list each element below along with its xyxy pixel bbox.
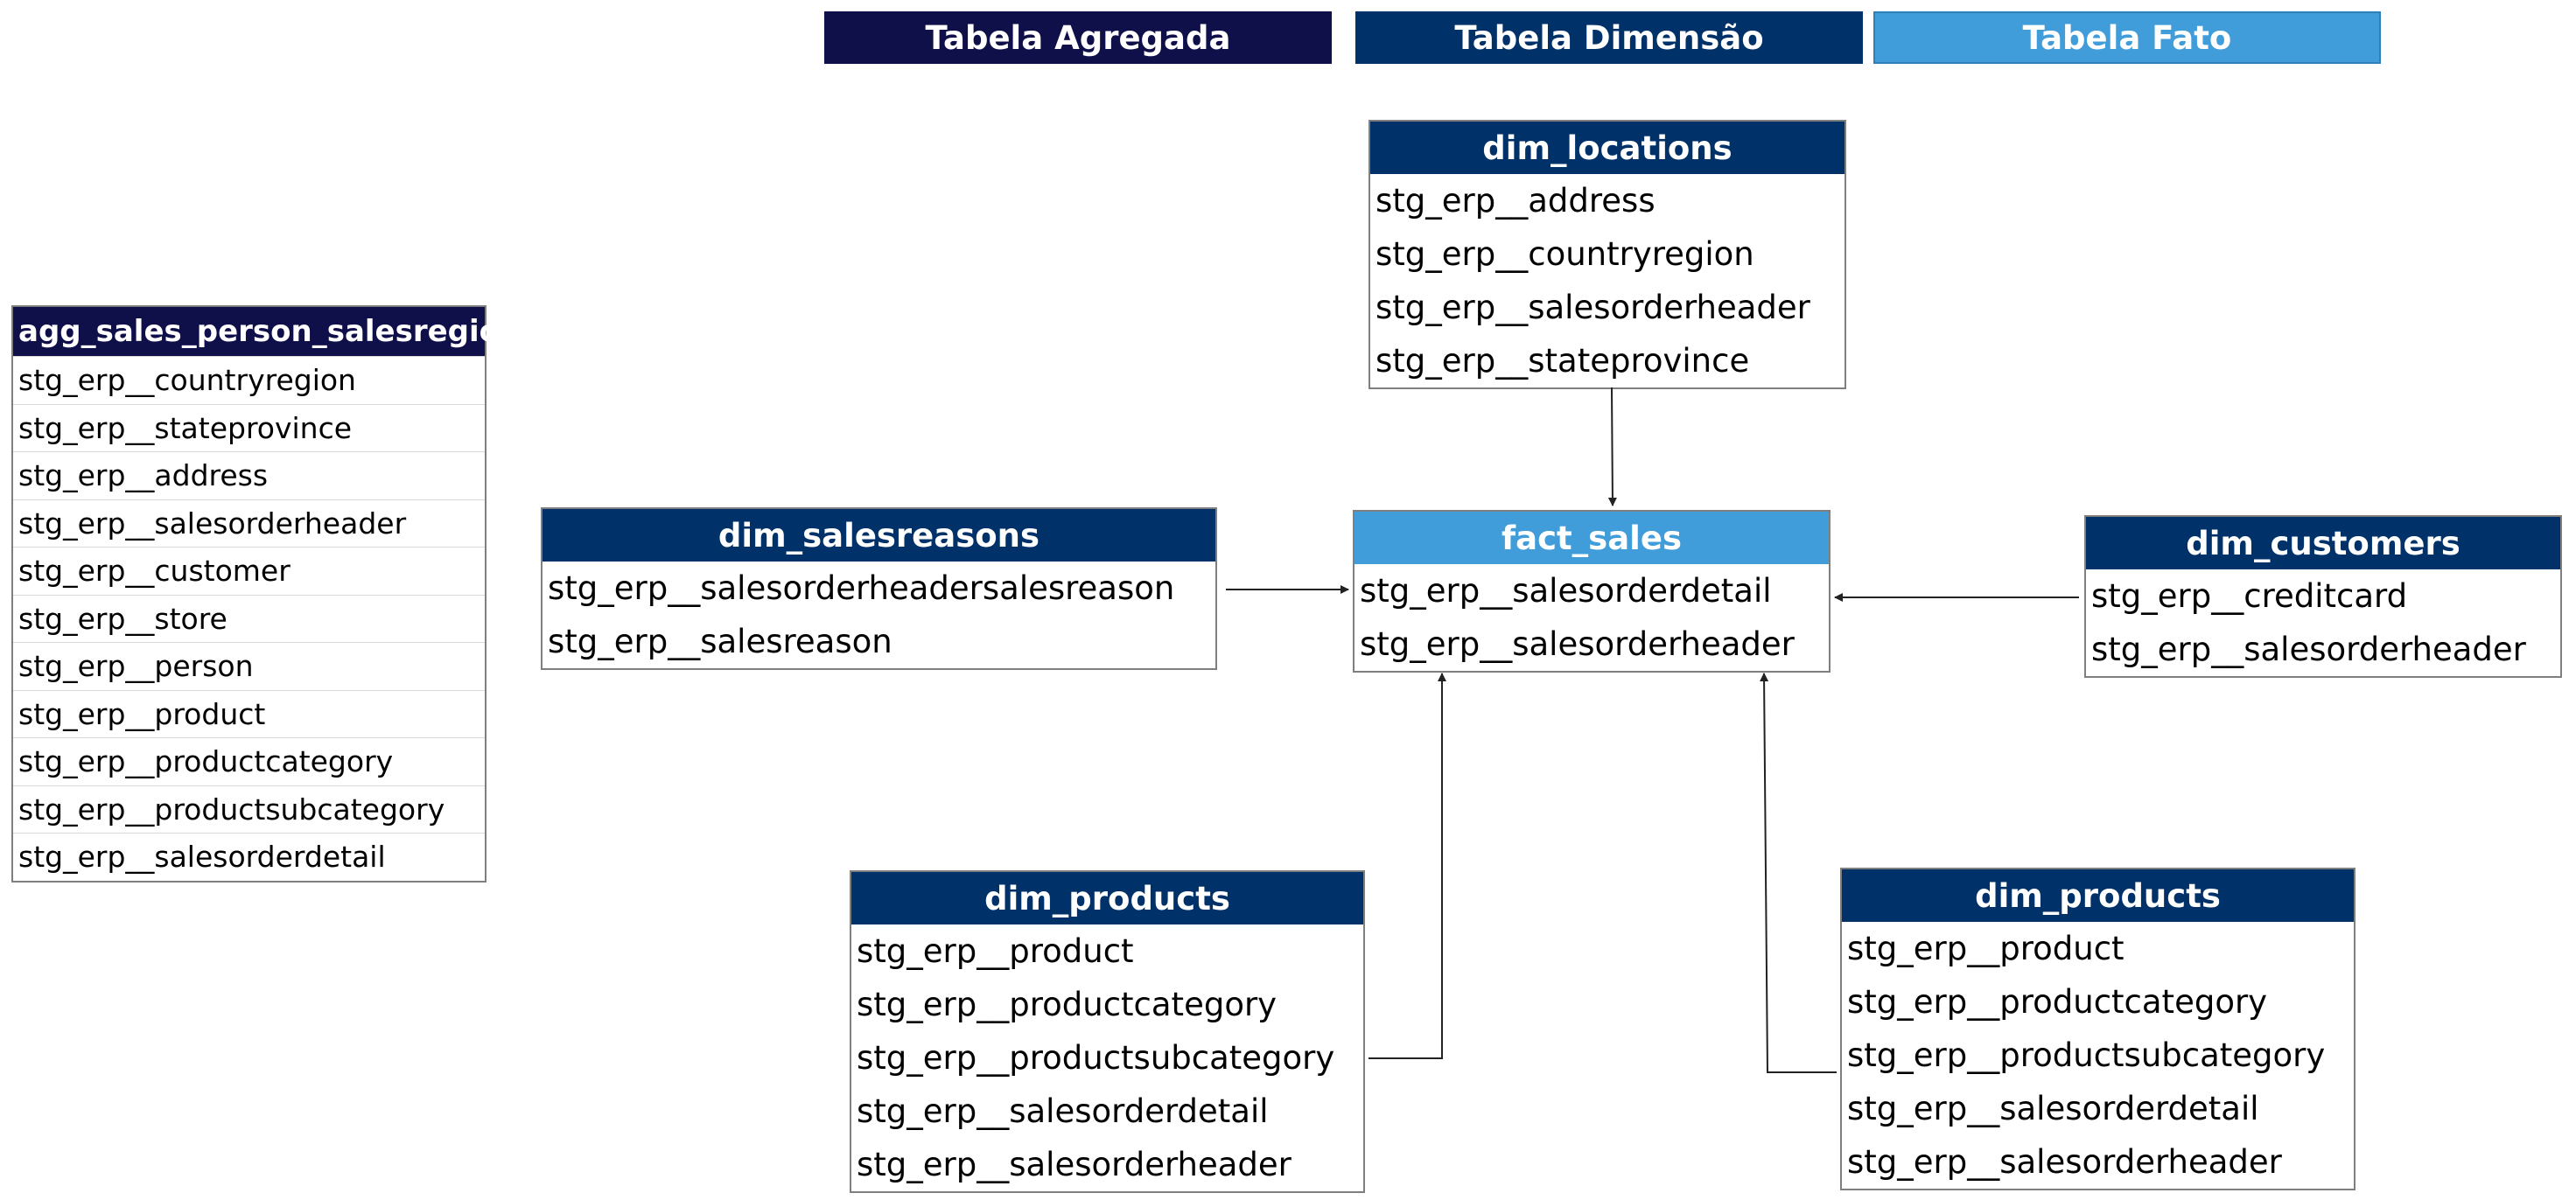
connector-dim-products-left-to-fact-sales xyxy=(1368,673,1446,1059)
table-row: stg_erp__salesorderheader xyxy=(13,499,485,548)
table-title: dim_customers xyxy=(2086,517,2560,569)
table-dim-salesreasons: dim_salesreasons stg_erp__salesorderhead… xyxy=(541,507,1217,670)
table-row: stg_erp__salesorderheader xyxy=(2091,631,2526,668)
table-row: stg_erp__product xyxy=(1847,930,2124,967)
table-row: stg_erp__productsubcategory xyxy=(857,1039,1335,1077)
table-row: stg_erp__productcategory xyxy=(1847,983,2268,1021)
table-row: stg_erp__countryregion xyxy=(1376,235,1754,273)
legend-fact: Tabela Fato xyxy=(1873,11,2381,64)
table-row: stg_erp__productcategory xyxy=(13,737,485,785)
table-row: stg_erp__stateprovince xyxy=(13,403,485,452)
table-row: stg_erp__store xyxy=(13,594,485,643)
table-title: dim_products xyxy=(851,872,1363,924)
table-dim-products-left: dim_products stg_erp__product stg_erp__pr… xyxy=(850,870,1365,1193)
table-dim-products-right: dim_products stg_erp__product stg_erp__pr… xyxy=(1840,868,2356,1190)
table-row: stg_erp__salesorderheadersalesreason xyxy=(548,569,1175,607)
table-row: stg_erp__productcategory xyxy=(857,986,1278,1023)
table-fact-sales: fact_sales stg_erp__salesorderdetail stg_… xyxy=(1353,510,1830,673)
table-row: stg_erp__customer xyxy=(13,547,485,595)
table-row: stg_erp__product xyxy=(13,689,485,738)
table-title: dim_salesreasons xyxy=(542,509,1215,562)
connector-dim-products-right-to-fact-sales xyxy=(1760,673,1837,1073)
table-row: stg_erp__creditcard xyxy=(2091,577,2408,615)
table-row: stg_erp__countryregion xyxy=(13,356,485,404)
table-dim-locations: dim_locations stg_erp__address stg_erp__c… xyxy=(1368,120,1846,389)
table-row: stg_erp__stateprovince xyxy=(1376,342,1750,380)
table-row: stg_erp__address xyxy=(13,451,485,499)
legend-dimension: Tabela Dimensão xyxy=(1355,11,1863,64)
table-row: stg_erp__productsubcategory xyxy=(1847,1036,2326,1074)
table-row: stg_erp__productsubcategory xyxy=(13,785,485,834)
connector-dim-locations-to-fact-sales xyxy=(1607,387,1617,506)
table-row: stg_erp__salesorderheader xyxy=(1360,625,1795,663)
table-dim-customers: dim_customers stg_erp__creditcard stg_erp… xyxy=(2084,515,2562,678)
table-row: stg_erp__person xyxy=(13,642,485,690)
table-row: stg_erp__salesorderheader xyxy=(1847,1143,2282,1181)
table-row: stg_erp__salesorderheader xyxy=(857,1146,1292,1183)
table-row: stg_erp__address xyxy=(1376,182,1656,220)
table-agg-sales-person-salesregion: agg_sales_person_salesregion stg_erp__co… xyxy=(11,305,521,883)
table-title: dim_locations xyxy=(1370,122,1844,174)
table-row: stg_erp__salesorderdetail xyxy=(857,1092,1269,1130)
table-row: stg_erp__salesorderdetail xyxy=(1847,1090,2259,1127)
table-title: agg_sales_person_salesregion xyxy=(13,307,521,356)
table-row: stg_erp__product xyxy=(857,932,1134,970)
table-title: dim_products xyxy=(1842,869,2354,922)
table-row: stg_erp__salesorderdetail xyxy=(13,833,485,881)
legend-aggregate: Tabela Agregada xyxy=(824,11,1332,64)
table-row: stg_erp__salesorderdetail xyxy=(1360,572,1772,610)
table-row: stg_erp__salesreason xyxy=(548,623,892,660)
table-title: fact_sales xyxy=(1354,512,1829,564)
table-row: stg_erp__salesorderheader xyxy=(1376,289,1810,326)
